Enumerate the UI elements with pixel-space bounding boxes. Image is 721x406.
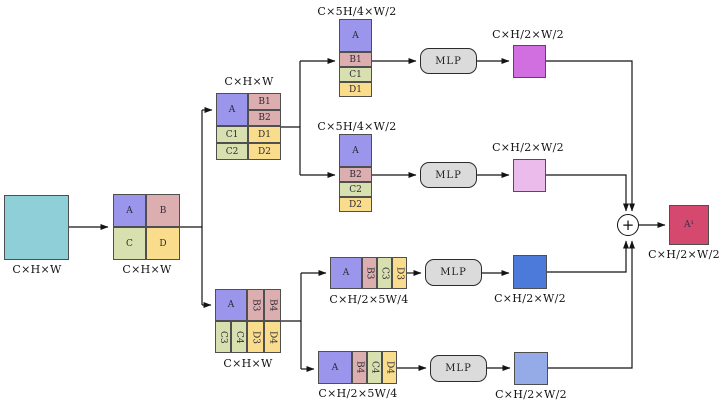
out-square-4 [514,352,548,385]
stack3-cell-c3: C3 [377,257,392,289]
upper-split-grid: A B1 B2 C1 D1 C2 D2 [216,93,281,160]
lower-grid-cell-d3: D3 [247,321,264,353]
out-square-3 [513,255,547,289]
out3-dims-label: C×H/2×W/2 [494,292,566,305]
input-dims-label: C×H×W [12,263,62,276]
connector-out2-sum [546,174,629,212]
stack4-cell-c4: C4 [367,351,382,384]
mlp-block-3: MLP [425,259,482,286]
stack4-cell-d4: D4 [382,351,397,384]
mlp-block-2: MLP [420,162,477,188]
upper-grid-cell-d2: D2 [248,143,281,160]
upper-grid-cell-d1: D1 [248,126,281,143]
grid2x2-cell-d: D [146,227,180,260]
connector-out4-sum [548,240,635,369]
upper-grid-dims-label: C×H×W [224,75,274,88]
result-square: A¹ [669,205,709,245]
stack3-cell-d3: D3 [392,257,407,289]
concat-stack-4: A B4 C4 D4 [318,351,397,384]
stack2-dims-label: C×5H/4×W/2 [317,120,397,133]
concat-stack-2: A B2 C2 D2 [339,134,372,212]
upper-grid-cell-a: A [216,93,248,126]
stack1-cell-b1: B1 [339,52,372,67]
lower-grid-cell-b3: B3 [247,289,264,321]
input-feature-square [4,195,69,260]
lower-grid-cell-c3: C3 [215,321,231,353]
out-square-1 [513,45,546,78]
lower-grid-cell-a: A [215,289,247,321]
upper-grid-cell-c2: C2 [216,143,248,160]
grid2x2-cell-a: A [113,194,146,227]
concat-stack-1: A B1 C1 D1 [339,19,372,97]
stack3-dims-label: C×H/2×5W/4 [329,293,409,306]
out-square-2 [513,159,546,192]
add-icon: + [617,214,639,236]
grid2x2-cell-b: B [146,194,180,227]
concat-stack-3: A B3 C3 D3 [330,257,407,289]
stack3-cell-a: A [330,257,362,289]
upper-grid-cell-b2: B2 [248,110,281,126]
stack2-cell-b2: B2 [339,167,372,182]
lower-grid-cell-d4: D4 [264,321,281,353]
lower-grid-dims-label: C×H×W [223,357,273,370]
out1-dims-label: C×H/2×W/2 [492,28,564,41]
lower-grid-cell-c4: C4 [231,321,247,353]
stack1-dims-label: C×5H/4×W/2 [317,5,397,18]
stack4-cell-a: A [318,351,352,384]
split-grid-2x2: A B C D [113,194,180,260]
stack1-cell-a: A [339,19,372,52]
connector-out1-sum [546,60,635,212]
mlp-block-1: MLP [420,48,477,74]
stack4-cell-b4: B4 [352,351,367,384]
lower-split-grid: A B3 B4 C3 C4 D3 D4 [215,289,281,353]
out2-dims-label: C×H/2×W/2 [492,141,564,154]
stack2-cell-c2: C2 [339,182,372,197]
upper-grid-cell-b1: B1 [248,93,281,110]
mlp-block-4: MLP [430,355,487,382]
grid2x2-dims-label: C×H×W [122,263,172,276]
out4-dims-label: C×H/2×W/2 [495,388,567,401]
upper-grid-cell-c1: C1 [216,126,248,143]
stack1-cell-c1: C1 [339,67,372,82]
stack4-dims-label: C×H/2×5W/4 [318,387,398,400]
stack1-cell-d1: D1 [339,82,372,97]
connector-out3-sum [547,240,629,273]
stack2-cell-d2: D2 [339,197,372,212]
stack2-cell-a: A [339,134,372,167]
stack3-cell-b3: B3 [362,257,377,289]
lower-grid-cell-b4: B4 [264,289,281,321]
result-dims-label: C×H/2×W/2 [648,248,720,261]
grid2x2-cell-c: C [113,227,146,260]
